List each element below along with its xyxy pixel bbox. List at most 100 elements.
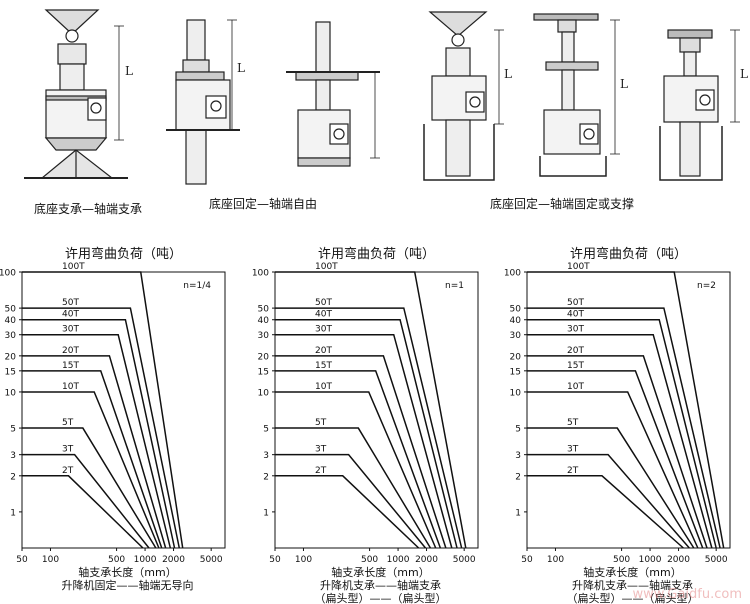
chart-title: 许用弯曲负荷（吨） [570, 246, 687, 262]
y-tick-label: 20 [510, 352, 522, 362]
y-tick-label: 50 [5, 305, 17, 315]
y-tick-label: 40 [258, 316, 270, 326]
x-tick-label: 5000 [705, 555, 728, 565]
series-label: 20T [567, 346, 584, 356]
y-tick-label: 1 [263, 508, 269, 518]
x-axis-label: （扁头型）——（扁头型） [315, 591, 447, 604]
svg-text:L: L [620, 77, 628, 91]
x-tick-label: 100 [295, 555, 312, 565]
series-label: 2T [567, 466, 579, 476]
series-label: 10T [62, 382, 79, 392]
y-tick-label: 50 [258, 305, 270, 315]
series-line [527, 370, 704, 549]
svg-text:L: L [125, 64, 133, 78]
series-line [527, 333, 713, 549]
x-axis-label: 轴支承长度（mm） [583, 565, 681, 579]
x-tick-label: 1000 [639, 555, 662, 565]
jack-figure-1: L [24, 9, 133, 179]
series-line [22, 370, 163, 549]
x-axis-label: 轴支承长度（mm） [78, 565, 176, 579]
y-tick-label: 100 [252, 269, 269, 279]
series-label: 50T [62, 298, 79, 308]
series-line [22, 391, 160, 549]
y-tick-label: 1 [515, 508, 521, 518]
y-tick-label: 40 [5, 316, 17, 326]
x-tick-label: 5000 [453, 555, 476, 565]
series-line [527, 427, 695, 549]
series-label: 15T [315, 361, 332, 371]
x-tick-label: 2000 [667, 555, 690, 565]
y-tick-label: 2 [10, 472, 16, 482]
series-line [275, 370, 442, 549]
series-line [527, 475, 684, 549]
y-tick-label: 10 [510, 388, 522, 398]
chart-title: 许用弯曲负荷（吨） [65, 246, 182, 262]
y-tick-label: 15 [510, 367, 521, 377]
jack-illustrations: L L L [24, 9, 748, 185]
y-tick-label: 3 [10, 451, 16, 461]
series-label: 3T [567, 445, 579, 455]
series-line [527, 271, 725, 549]
y-tick-label: 10 [5, 388, 17, 398]
series-line [275, 271, 467, 549]
y-tick-label: 5 [263, 425, 269, 435]
series-label: 2T [62, 466, 74, 476]
x-tick-label: 500 [361, 555, 378, 565]
series-line [22, 333, 172, 549]
series-line [22, 318, 176, 549]
series-line [275, 427, 432, 549]
series-label: 5T [315, 418, 327, 428]
chart-title: 许用弯曲负荷（吨） [318, 246, 435, 262]
series-line [275, 453, 427, 549]
series-label: 40T [567, 310, 584, 320]
y-tick-label: 50 [510, 305, 522, 315]
y-tick-label: 10 [258, 388, 270, 398]
series-line [275, 475, 420, 549]
y-tick-label: 15 [258, 367, 269, 377]
series-line [22, 427, 157, 549]
plot-frame [21, 271, 226, 549]
series-label: 2T [315, 466, 327, 476]
x-tick-label: 50 [521, 555, 533, 565]
y-tick-label: 20 [5, 352, 17, 362]
x-tick-label: 500 [108, 555, 125, 565]
series-line [22, 307, 181, 549]
series-label: 5T [62, 418, 74, 428]
svg-text:L: L [740, 67, 748, 81]
x-axis-label: 轴支承长度（mm） [331, 565, 429, 579]
series-line [22, 355, 167, 549]
y-tick-label: 15 [5, 367, 16, 377]
y-tick-label: 3 [263, 451, 269, 461]
series-line [275, 333, 453, 549]
chart-annotation: n=1/4 [183, 281, 211, 291]
series-label: 100T [315, 262, 338, 272]
series-label: 15T [567, 361, 584, 371]
jack-figure-3: L L L [423, 11, 748, 181]
y-tick-label: 20 [258, 352, 270, 362]
x-tick-label: 100 [42, 555, 59, 565]
x-tick-label: 2000 [415, 555, 438, 565]
series-line [527, 318, 717, 549]
x-axis-label: 升降机支承——轴端支承 [320, 578, 441, 592]
jack-figure-2: L [166, 19, 380, 185]
y-tick-label: 100 [0, 269, 16, 279]
y-tick-label: 3 [515, 451, 521, 461]
series-label: 30T [567, 325, 584, 335]
chart-annotation: n=2 [697, 281, 716, 291]
y-tick-label: 5 [515, 425, 521, 435]
series-label: 50T [315, 298, 332, 308]
y-tick-label: 2 [515, 472, 521, 482]
watermark: www.Gaidfu.com [632, 587, 742, 602]
y-tick-label: 30 [258, 331, 270, 341]
series-label: 3T [315, 445, 327, 455]
series-line [22, 271, 184, 549]
series-line [275, 355, 447, 549]
series-label: 100T [567, 262, 590, 272]
series-label: 15T [62, 361, 79, 371]
series-label: 50T [567, 298, 584, 308]
